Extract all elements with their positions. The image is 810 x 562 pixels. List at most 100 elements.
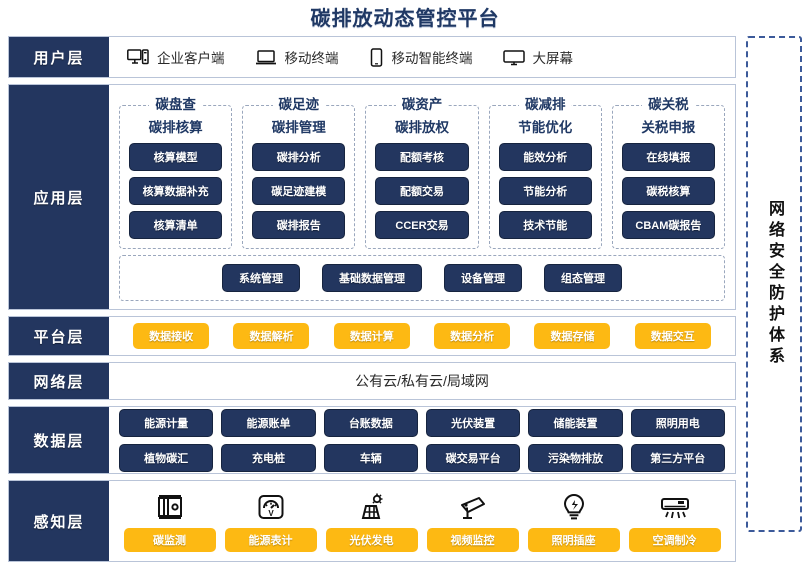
platform-button-data-storage[interactable]: 数据存储 — [534, 323, 611, 349]
user-item-enterprise-client[interactable]: 企业客户端 — [127, 47, 225, 67]
platform-button-data-analysis[interactable]: 数据分析 — [434, 323, 511, 349]
data-item-button[interactable]: 照明用电 — [630, 408, 725, 437]
data-item-button[interactable]: 光伏装置 — [425, 408, 521, 437]
lightbulb-icon — [561, 488, 587, 522]
cctv-camera-icon — [457, 488, 489, 522]
platform-button-data-compute[interactable]: 数据计算 — [333, 323, 410, 349]
platform-button-data-exchange[interactable]: 数据交互 — [634, 323, 711, 349]
data-item-button[interactable]: 能源账单 — [221, 408, 316, 437]
perception-item-label: 光伏发电 — [325, 528, 418, 552]
app-group-carbon-inventory: 碳盘查 碳排核算 核算模型 核算数据补充 核算清单 — [119, 93, 233, 249]
layer-platform: 平台层 数据接收 数据解析 数据计算 数据分析 数据存储 数据交互 — [8, 316, 736, 356]
perception-item-air-conditioning[interactable]: 空调制冷 — [628, 488, 721, 552]
layer-data-body: 能源计量 能源账单 台账数据 光伏装置 储能装置 照明用电 植物碳汇 充电桩 车… — [109, 407, 735, 473]
data-item-button[interactable]: 台账数据 — [323, 408, 418, 437]
management-button-device[interactable]: 设备管理 — [444, 264, 522, 292]
user-item-smart-terminal[interactable]: 移动智能终端 — [369, 47, 473, 67]
svg-text:V: V — [268, 509, 274, 518]
perception-item-label: 碳监测 — [123, 528, 216, 552]
layer-application-label: 应用层 — [9, 85, 109, 309]
app-group-carbon-asset: 碳资产 碳排放权 配额考核 配额交易 CCER交易 — [365, 93, 479, 249]
network-security-label: 网络安全防护体系 — [766, 200, 783, 368]
management-button-master-data[interactable]: 基础数据管理 — [322, 264, 422, 292]
user-item-label: 企业客户端 — [157, 51, 225, 66]
app-group-subtitle: 关税申报 — [641, 120, 696, 135]
page-title: 碳排放动态管控平台 — [310, 8, 500, 30]
perception-item-solar-power[interactable]: 光伏发电 — [325, 488, 418, 552]
user-item-label: 移动终端 — [284, 51, 339, 66]
app-group-box: 关税申报 在线填报 碳税核算 CBAM碳报告 — [611, 105, 726, 249]
perception-item-energy-meter[interactable]: V 能源表计 — [224, 488, 317, 552]
app-item-button[interactable]: 技术节能 — [498, 211, 592, 239]
app-group-title: 碳关税 — [642, 93, 695, 113]
layer-data: 数据层 能源计量 能源账单 台账数据 光伏装置 储能装置 照明用电 植物碳汇 充… — [8, 406, 736, 474]
data-item-button[interactable]: 第三方平台 — [630, 443, 725, 472]
user-item-label: 大屏幕 — [532, 51, 574, 66]
layer-platform-body: 数据接收 数据解析 数据计算 数据分析 数据存储 数据交互 — [109, 317, 735, 355]
app-item-button[interactable]: 核算清单 — [129, 211, 223, 239]
perception-item-label: 视频监控 — [426, 528, 519, 552]
perception-item-label: 空调制冷 — [628, 528, 721, 552]
data-item-button[interactable]: 储能装置 — [528, 408, 623, 437]
app-item-button[interactable]: 节能分析 — [498, 177, 592, 205]
app-item-button[interactable]: 核算模型 — [129, 143, 223, 171]
layer-user-label: 用户层 — [9, 37, 109, 77]
layer-application-body: 碳盘查 碳排核算 核算模型 核算数据补充 核算清单 碳足迹 碳排管理 碳排分析 — [109, 85, 735, 309]
solar-panel-icon — [356, 488, 388, 522]
layer-application: 应用层 碳盘查 碳排核算 核算模型 核算数据补充 核算清单 碳足迹 — [8, 84, 736, 310]
app-item-button[interactable]: 碳排报告 — [252, 211, 346, 239]
data-item-button[interactable]: 能源计量 — [119, 408, 214, 437]
data-row-2: 植物碳汇 充电桩 车辆 碳交易平台 污染物排放 第三方平台 — [119, 443, 725, 472]
layer-network: 网络层 公有云/私有云/局域网 — [8, 362, 736, 400]
app-group-subtitle: 碳排核算 — [148, 120, 203, 135]
app-item-button[interactable]: 碳足迹建模 — [252, 177, 346, 205]
layer-perception-label: 感知层 — [9, 481, 109, 561]
perception-item-carbon-monitor[interactable]: 碳监测 — [123, 488, 216, 552]
app-item-button[interactable]: 配额交易 — [375, 177, 469, 205]
carbon-cabinet-icon — [155, 488, 185, 522]
app-group-title: 碳盘查 — [149, 93, 202, 113]
data-item-button[interactable]: 污染物排放 — [528, 443, 623, 472]
app-group-carbon-tariff: 碳关税 关税申报 在线填报 碳税核算 CBAM碳报告 — [611, 93, 726, 249]
app-group-subtitle: 节能优化 — [518, 120, 573, 135]
layer-perception: 感知层 碳监测 — [8, 480, 736, 562]
layer-perception-body: 碳监测 V 能源表计 — [109, 481, 735, 561]
app-item-button[interactable]: 配额考核 — [375, 143, 469, 171]
user-item-mobile-terminal[interactable]: 移动终端 — [255, 47, 339, 67]
perception-item-label: 能源表计 — [224, 528, 317, 552]
layer-data-label: 数据层 — [9, 407, 109, 473]
app-item-button[interactable]: CBAM碳报告 — [621, 211, 716, 239]
architecture-diagram: 碳排放动态管控平台 用户层 企业客户端 — [8, 8, 802, 562]
smartphone-icon — [369, 47, 384, 67]
app-item-button[interactable]: 在线填报 — [621, 143, 716, 171]
data-item-button[interactable]: 充电桩 — [221, 443, 316, 472]
app-group-carbon-reduction: 碳减排 节能优化 能效分析 节能分析 技术节能 — [488, 93, 602, 249]
layer-network-body: 公有云/私有云/局域网 — [109, 363, 735, 399]
large-screen-icon — [502, 49, 525, 66]
app-item-button[interactable]: CCER交易 — [375, 211, 469, 239]
platform-button-data-receive[interactable]: 数据接收 — [133, 323, 210, 349]
user-item-large-screen[interactable]: 大屏幕 — [502, 47, 574, 67]
perception-item-lighting-socket[interactable]: 照明插座 — [527, 488, 620, 552]
app-item-button[interactable]: 碳税核算 — [621, 177, 716, 205]
app-group-box: 节能优化 能效分析 节能分析 技术节能 — [488, 105, 602, 249]
management-button-configuration[interactable]: 组态管理 — [544, 264, 622, 292]
perception-item-video-surveillance[interactable]: 视频监控 — [426, 488, 519, 552]
data-row-1: 能源计量 能源账单 台账数据 光伏装置 储能装置 照明用电 — [119, 408, 725, 437]
app-item-button[interactable]: 能效分析 — [498, 143, 592, 171]
management-button-system[interactable]: 系统管理 — [222, 264, 300, 292]
app-item-button[interactable]: 碳排分析 — [252, 143, 346, 171]
platform-button-data-parse[interactable]: 数据解析 — [233, 323, 310, 349]
data-item-button[interactable]: 植物碳汇 — [119, 443, 214, 472]
app-group-box: 碳排管理 碳排分析 碳足迹建模 碳排报告 — [242, 105, 356, 249]
network-text: 公有云/私有云/局域网 — [355, 373, 489, 389]
user-item-label: 移动智能终端 — [391, 51, 473, 66]
application-management-box: 系统管理 基础数据管理 设备管理 组态管理 — [119, 255, 725, 301]
laptop-icon — [255, 49, 277, 66]
air-conditioner-icon — [659, 488, 691, 522]
app-item-button[interactable]: 核算数据补充 — [129, 177, 223, 205]
layer-network-label: 网络层 — [9, 363, 109, 399]
data-item-button[interactable]: 碳交易平台 — [425, 443, 521, 472]
data-item-button[interactable]: 车辆 — [323, 443, 418, 472]
app-group-carbon-footprint: 碳足迹 碳排管理 碳排分析 碳足迹建模 碳排报告 — [242, 93, 356, 249]
